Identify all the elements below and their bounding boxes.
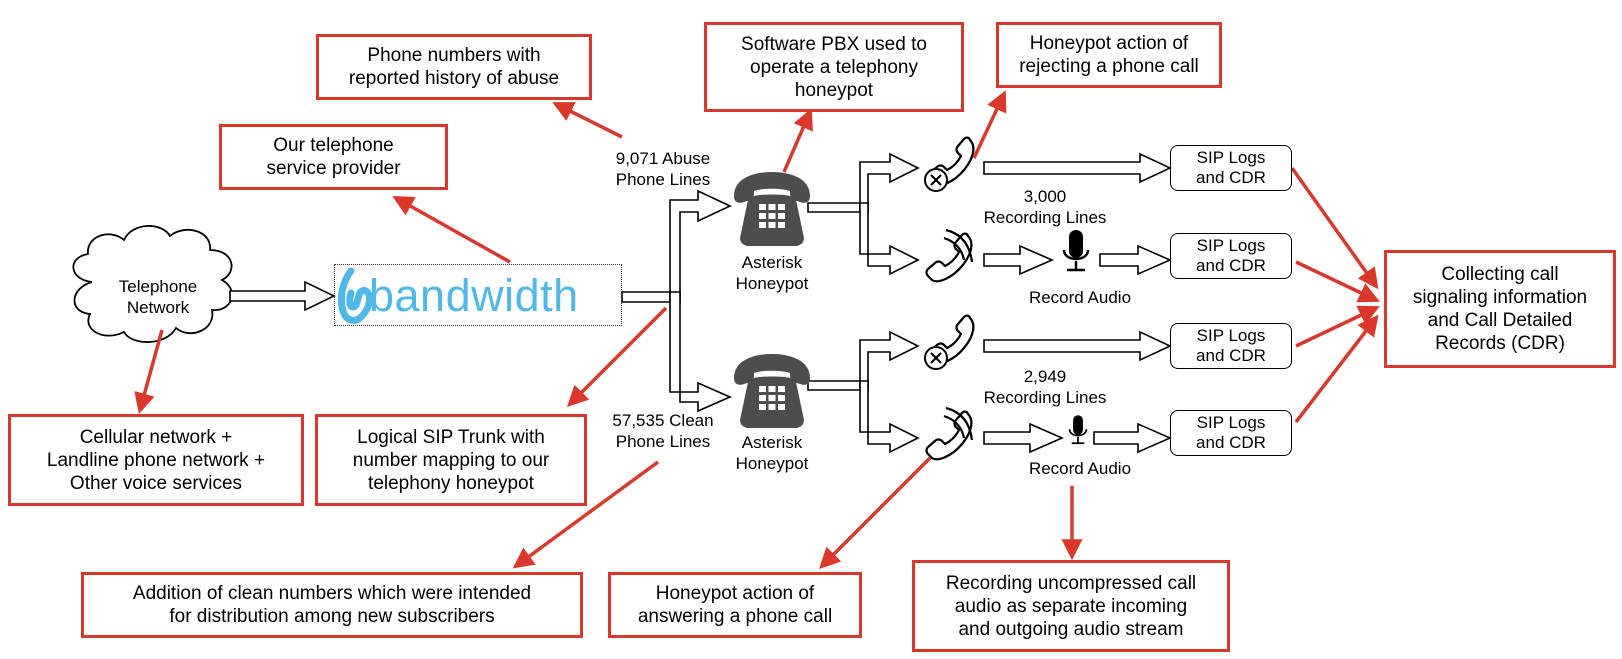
reject-call-bottom-icon xyxy=(924,314,975,370)
microphone-bottom-icon xyxy=(1068,414,1088,445)
bandwidth-brand-text: bandwidth xyxy=(369,269,579,321)
bandwidth-provider: bandwidth xyxy=(334,264,622,326)
answer-call-bottom-icon xyxy=(925,406,974,461)
telephone-network-label: Telephone Network xyxy=(118,277,198,317)
clean-lines-label: 57,535 Clean Phone Lines xyxy=(612,411,714,451)
note-networks: Cellular network + Landline phone networ… xyxy=(8,414,304,506)
arrow-to-pbx-note xyxy=(782,108,813,173)
arrow-to-trunk-note xyxy=(567,306,668,407)
honeypot-top-label: Asterisk Honeypot xyxy=(735,253,809,293)
sip-logs-box-2: SIP Logs and CDR xyxy=(1170,233,1292,279)
note-answer-call: Honeypot action of answering a phone cal… xyxy=(608,572,862,638)
note-recording-audio: Recording uncompressed call audio as sep… xyxy=(912,560,1230,652)
abuse-lines-label: 9,071 Abuse Phone Lines xyxy=(615,149,711,189)
asterisk-honeypot-top-phone-icon xyxy=(734,172,810,246)
arrow-trunk-to-honeypot-top xyxy=(669,189,732,303)
sip-logs-box-1: SIP Logs and CDR xyxy=(1170,145,1292,191)
arrow-provider-to-trunk xyxy=(621,291,671,303)
sip-logs-box-3: SIP Logs and CDR xyxy=(1170,323,1292,369)
arrow-to-provider-note xyxy=(392,195,511,264)
sip-logs-box-4: SIP Logs and CDR xyxy=(1170,410,1292,456)
arrow-to-reject-note xyxy=(972,90,1007,159)
flow-arrows xyxy=(229,152,1172,454)
note-reject-call: Honeypot action of rejecting a phone cal… xyxy=(996,22,1222,88)
note-service-provider: Our telephone service provider xyxy=(219,124,448,190)
answer-call-top-icon xyxy=(925,228,974,283)
note-clean-numbers: Addition of clean numbers which were int… xyxy=(81,572,583,638)
arrow-sip2-to-cdr-note xyxy=(1295,260,1380,303)
asterisk-honeypot-bottom-phone-icon xyxy=(734,354,810,428)
arrow-sip4-to-cdr-note xyxy=(1294,314,1379,424)
arrow-sip1-to-cdr-note xyxy=(1290,166,1379,290)
arrow-trunk-to-honeypot-bottom xyxy=(669,291,732,413)
arrow-to-abuse-note xyxy=(552,102,623,139)
arrow-to-networks-note xyxy=(134,329,164,415)
note-software-pbx: Software PBX used to operate a telephony… xyxy=(704,22,964,112)
telephone-network-cloud xyxy=(72,225,233,343)
note-collect-cdr: Collecting call signaling information an… xyxy=(1384,250,1616,368)
recording-lines-bottom-label: 2,949 Recording Lines xyxy=(983,367,1107,407)
bandwidth-logo-icon xyxy=(337,267,373,324)
reject-call-top-icon xyxy=(924,136,975,192)
recording-lines-top-label: 3,000 Recording Lines xyxy=(983,187,1107,227)
arrow-to-answer-note xyxy=(819,456,932,569)
arrow-sip3-to-cdr-note xyxy=(1295,305,1380,348)
note-sip-trunk: Logical SIP Trunk with number mapping to… xyxy=(315,414,587,506)
honeypot-bottom-label: Asterisk Honeypot xyxy=(735,433,809,473)
annotation-arrows xyxy=(134,90,1380,569)
record-audio-top-label: Record Audio xyxy=(1028,288,1132,307)
note-abuse-numbers: Phone numbers with reported history of a… xyxy=(316,34,592,100)
record-audio-bottom-label: Record Audio xyxy=(1028,459,1132,478)
arrow-cloud-to-provider xyxy=(229,280,336,312)
microphone-top-icon xyxy=(1062,228,1090,272)
arrow-to-clean-note xyxy=(512,460,660,569)
